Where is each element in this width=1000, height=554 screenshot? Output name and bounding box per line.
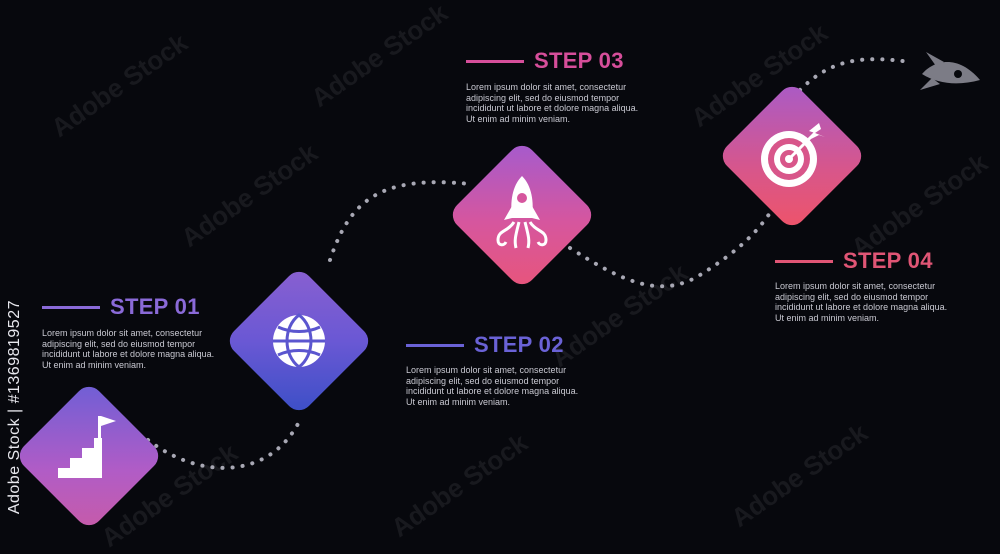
rocket-icon [496,176,548,249]
step-04-description: Lorem ipsum dolor sit amet, consectetur … [775,281,948,323]
step-03-title: STEP 03 [534,48,624,73]
stock-id-watermark: Adobe Stock | #1369819527 [6,300,23,515]
step-02-heading: STEP 02 [406,332,564,358]
step-01-description: Lorem ipsum dolor sit amet, consectetur … [42,328,215,370]
step-03-heading: STEP 03 [466,48,624,74]
step-02-line [406,343,464,347]
step-03-description: Lorem ipsum dolor sit amet, consectetur … [466,82,639,124]
step-01-title: STEP 01 [110,294,200,319]
step-02-description: Lorem ipsum dolor sit amet, consectetur … [406,365,579,407]
step-01-line [42,305,100,309]
step-04-heading: STEP 04 [775,248,933,274]
step-01-heading: STEP 01 [42,294,200,320]
rocket-icon [920,52,980,90]
step-03-line [466,59,524,63]
step-02-title: STEP 02 [474,332,564,357]
target-icon [761,123,825,187]
step-04-line [775,259,833,263]
step-04-title: STEP 04 [843,248,933,273]
stairs-flag-icon [58,416,116,478]
globe-icon [273,313,325,369]
